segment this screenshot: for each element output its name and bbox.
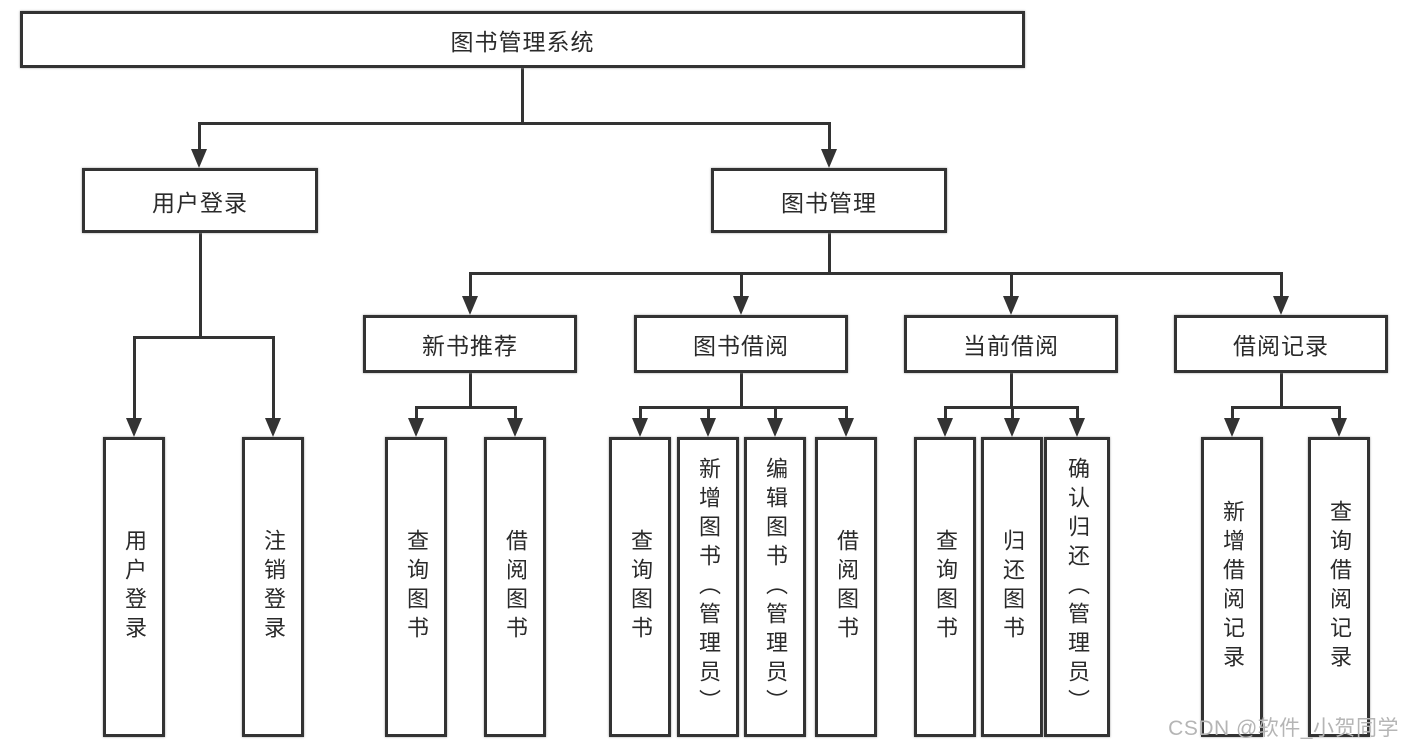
- leaf-confirm-return-admin: 确认归还（管理员）: [1044, 437, 1110, 737]
- leaf-borrow-books-recommend: 借阅图书: [484, 437, 546, 737]
- leaf-logout: 注销登录: [242, 437, 304, 737]
- node-label: 图书管理系统: [450, 28, 595, 55]
- connector-vline: [1338, 408, 1341, 420]
- arrow-down-icon: [733, 296, 749, 315]
- arrow-down-icon: [632, 418, 648, 437]
- connector-hline: [639, 406, 848, 409]
- arrow-down-icon: [1331, 418, 1347, 437]
- node-book-borrow: 图书借阅: [634, 315, 848, 373]
- node-book-management: 图书管理: [711, 168, 947, 233]
- node-label: 查询借阅记录: [1327, 500, 1352, 674]
- connector-vline: [828, 233, 831, 273]
- leaf-query-books-current: 查询图书: [914, 437, 976, 737]
- node-library-management-system: 图书管理系统: [20, 11, 1025, 68]
- arrow-down-icon: [1069, 418, 1085, 437]
- connector-vline: [1076, 408, 1079, 420]
- connector-vline: [521, 67, 524, 123]
- connector-vline: [199, 233, 202, 337]
- connector-vline: [639, 408, 642, 420]
- connector-vline: [740, 373, 743, 407]
- arrow-down-icon: [838, 418, 854, 437]
- node-user-login: 用户登录: [82, 168, 318, 233]
- node-label: 用户登录: [152, 189, 248, 216]
- connector-hline: [415, 406, 517, 409]
- connector-vline: [707, 408, 710, 420]
- node-label: 图书管理: [781, 189, 877, 216]
- leaf-add-books-admin: 新增图书（管理员）: [677, 437, 739, 737]
- connector-vline: [469, 274, 472, 298]
- leaf-borrow-books: 借阅图书: [815, 437, 877, 737]
- connector-vline: [1011, 408, 1014, 420]
- node-borrow-record: 借阅记录: [1174, 315, 1388, 373]
- connector-hline: [133, 336, 275, 339]
- arrow-down-icon: [1004, 418, 1020, 437]
- arrow-down-icon: [937, 418, 953, 437]
- node-label: 确认归还（管理员）: [1065, 456, 1090, 718]
- arrow-down-icon: [265, 418, 281, 437]
- leaf-edit-books-admin: 编辑图书（管理员）: [744, 437, 806, 737]
- arrow-down-icon: [126, 418, 142, 437]
- arrow-down-icon: [821, 149, 837, 168]
- node-label: 当前借阅: [963, 333, 1059, 359]
- connector-hline: [198, 122, 831, 125]
- arrow-down-icon: [700, 418, 716, 437]
- arrow-down-icon: [1273, 296, 1289, 315]
- arrow-down-icon: [191, 149, 207, 168]
- connector-vline: [845, 408, 848, 420]
- node-label: 注销登录: [261, 529, 286, 645]
- connector-vline: [133, 338, 136, 419]
- leaf-query-books-recommend: 查询图书: [385, 437, 447, 737]
- arrow-down-icon: [507, 418, 523, 437]
- node-label: 借阅图书: [834, 529, 859, 645]
- leaf-query-books-borrow: 查询图书: [609, 437, 671, 737]
- connector-vline: [272, 338, 275, 419]
- arrow-down-icon: [767, 418, 783, 437]
- connector-vline: [1231, 408, 1234, 420]
- leaf-query-borrow-record: 查询借阅记录: [1308, 437, 1370, 737]
- node-label: 新增图书（管理员）: [696, 456, 721, 718]
- connector-vline: [514, 408, 517, 420]
- connector-vline: [1010, 373, 1013, 407]
- node-label: 图书借阅: [693, 333, 789, 359]
- connector-vline: [740, 274, 743, 298]
- connector-vline: [1280, 274, 1283, 298]
- leaf-user-login: 用户登录: [103, 437, 165, 737]
- connector-vline: [198, 124, 201, 151]
- connector-vline: [469, 373, 472, 407]
- leaf-return-books: 归还图书: [981, 437, 1043, 737]
- node-label: 归还图书: [1000, 529, 1025, 645]
- arrow-down-icon: [1003, 296, 1019, 315]
- connector-vline: [415, 408, 418, 420]
- node-label: 查询图书: [404, 529, 429, 645]
- connector-vline: [828, 124, 831, 151]
- node-label: 编辑图书（管理员）: [763, 456, 788, 718]
- connector-vline: [774, 408, 777, 420]
- connector-vline: [944, 408, 947, 420]
- connector-vline: [1010, 274, 1013, 298]
- arrow-down-icon: [462, 296, 478, 315]
- arrow-down-icon: [408, 418, 424, 437]
- node-label: 新书推荐: [422, 333, 518, 359]
- node-label: 查询图书: [628, 529, 653, 645]
- connector-hline: [469, 272, 1283, 275]
- node-label: 借阅图书: [503, 529, 528, 645]
- node-new-book-recommend: 新书推荐: [363, 315, 577, 373]
- leaf-add-borrow-record: 新增借阅记录: [1201, 437, 1263, 737]
- connector-vline: [1280, 373, 1283, 407]
- node-label: 用户登录: [122, 529, 147, 645]
- csdn-watermark: CSDN @软件_小贺同学: [1168, 717, 1399, 740]
- connector-hline: [944, 406, 1079, 409]
- node-current-borrow: 当前借阅: [904, 315, 1118, 373]
- connector-hline: [1231, 406, 1341, 409]
- arrow-down-icon: [1224, 418, 1240, 437]
- node-label: 新增借阅记录: [1220, 500, 1245, 674]
- node-label: 查询图书: [933, 529, 958, 645]
- node-label: 借阅记录: [1233, 333, 1329, 359]
